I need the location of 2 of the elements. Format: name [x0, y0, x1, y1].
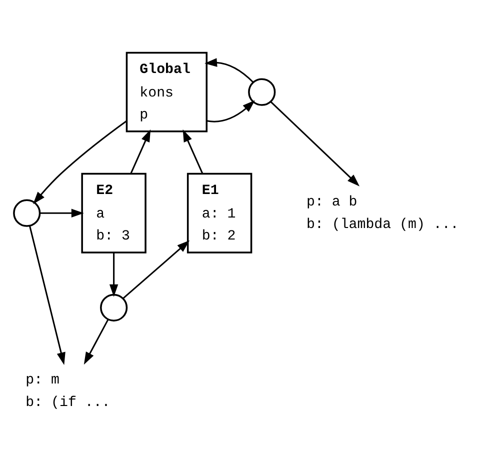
node-text: p: a b b: (lambda (m) ...: [306, 194, 459, 233]
node-text: p: m b: (if ...: [26, 372, 110, 411]
